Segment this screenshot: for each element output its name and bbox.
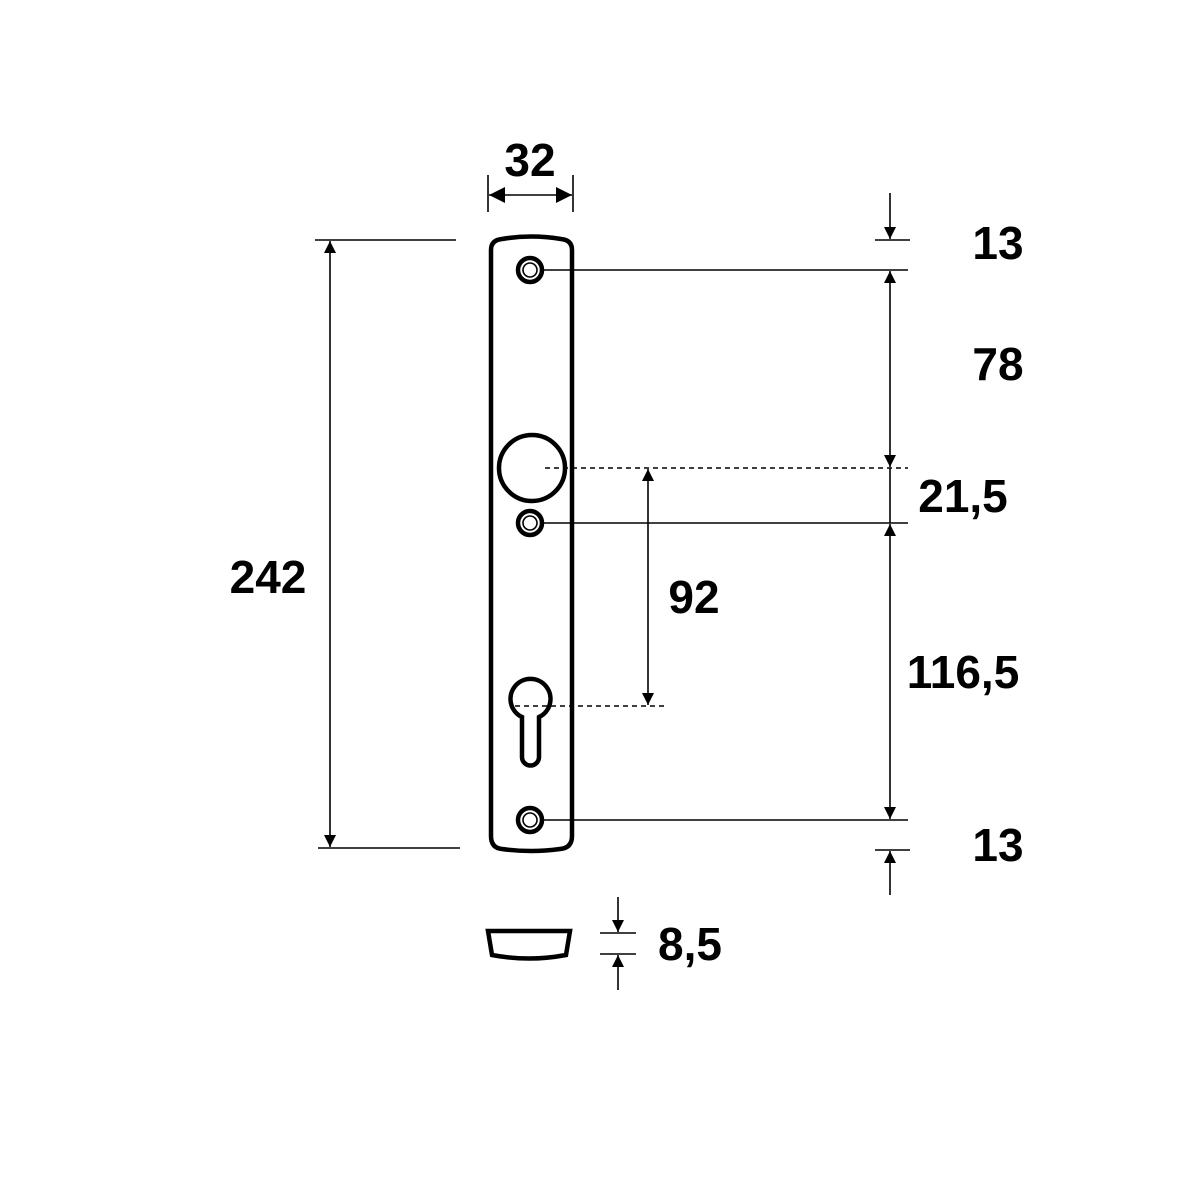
- screw-hole-bottom: [515, 805, 545, 835]
- plate-cross-section: [485, 928, 573, 961]
- dimension-label: 78: [972, 338, 1023, 390]
- dimension-handle-to-cylinder: 92: [515, 469, 720, 707]
- dimension-label: 13: [972, 819, 1023, 871]
- dimension-top-offset: 13: [884, 193, 1024, 269]
- screw-hole-middle: [515, 508, 545, 538]
- dimension-label: 32: [504, 134, 555, 186]
- dimension-bottom-offset: 13: [884, 819, 1024, 895]
- dimension-plate-height: 242: [230, 239, 460, 849]
- dimension-thickness: 8,5: [600, 897, 722, 990]
- dimension-label: 92: [668, 571, 719, 623]
- dimension-screw-to-handle: 78: [884, 271, 1024, 467]
- dimension-label: 116,5: [907, 646, 1020, 698]
- extension-lines: [542, 239, 910, 851]
- dimension-screw-to-screw: 116,5: [884, 524, 1020, 819]
- screw-hole-top: [515, 255, 545, 285]
- door-plate: [488, 234, 575, 854]
- dimension-label: 13: [972, 217, 1023, 269]
- cylinder-keyhole: [508, 676, 553, 768]
- dimension-label-handle-to-screw: 21,5: [918, 470, 1008, 522]
- dimension-label: 8,5: [658, 918, 722, 970]
- dimension-plate-width: 32: [487, 134, 574, 212]
- dimension-label: 242: [230, 551, 307, 603]
